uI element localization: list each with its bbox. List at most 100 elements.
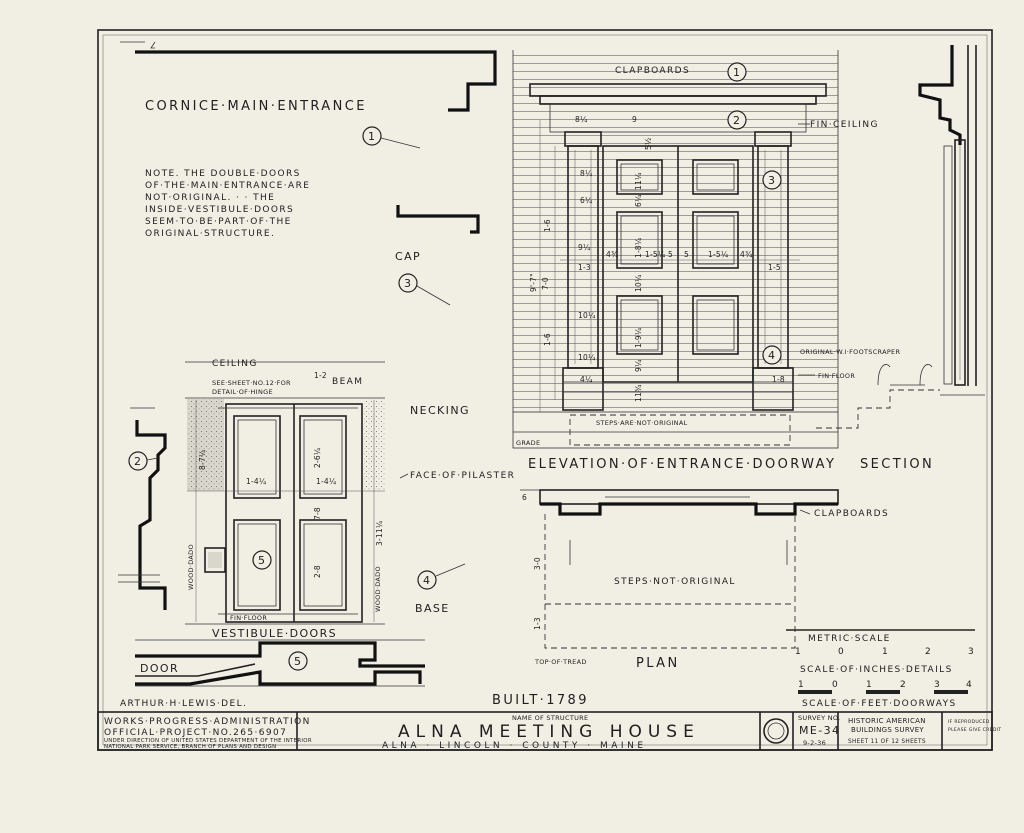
title-block: WORKS·PROGRESS·ADMINISTRATION OFFICIAL·P… xyxy=(97,711,1001,751)
sheet-number: SHEET 11 OF 12 SHEETS xyxy=(848,739,926,745)
cornice-title: CORNICE·MAIN·ENTRANCE xyxy=(145,99,367,114)
hinge-note: DETAIL·OF·HINGE xyxy=(212,388,273,396)
scale-tick: 1 xyxy=(795,647,802,657)
survey-date: 9-2-36 xyxy=(803,739,826,747)
dimension-label: 3-0 xyxy=(533,557,542,570)
dimension-label: 8¼ xyxy=(575,115,588,124)
marker-3-elevation: 3 xyxy=(768,174,776,187)
dimension-label: 6 xyxy=(522,493,527,502)
vestibule-doors-title: VESTIBULE·DOORS xyxy=(212,627,337,640)
clapboards-plan-label: CLAPBOARDS xyxy=(814,509,889,519)
delineator: ARTHUR·H·LEWIS·DEL. xyxy=(120,699,247,709)
scale-tick: 3 xyxy=(934,680,941,690)
dimension-label: 1 xyxy=(368,130,376,143)
pilaster-profile xyxy=(396,205,480,234)
structure-name: ALNA MEETING HOUSE xyxy=(398,722,700,742)
fin-floor-right-label: FIN·FLOOR xyxy=(818,372,855,380)
dim-label: 1-2 xyxy=(314,371,327,380)
habs-line: HISTORIC AMERICAN xyxy=(848,717,926,725)
dimension-label: 7-0 xyxy=(541,277,550,290)
elevation-doorway: CLAPBOARDS STEPS·ARE·NOT·ORIGINAL GRA xyxy=(512,50,900,449)
note-line: INSIDE·VESTIBULE·DOORS xyxy=(145,205,294,215)
marker-1-cornice: 1 xyxy=(362,126,421,149)
dimension-label: 5 xyxy=(668,250,673,259)
section-view xyxy=(816,45,985,429)
elevation-title: ELEVATION·OF·ENTRANCE·DOORWAY xyxy=(528,457,836,472)
note-line: OF·THE·MAIN·ENTRANCE·ARE xyxy=(145,181,310,191)
scale-tick: 2 xyxy=(900,680,907,690)
dim-label: 7-8 xyxy=(313,507,322,520)
dimension-label: 10¼ xyxy=(578,353,596,362)
ceiling-label: CEILING xyxy=(212,359,258,369)
scale-tick: 0 xyxy=(838,647,845,657)
cap-label: CAP xyxy=(395,250,421,263)
base-label: BASE xyxy=(415,602,450,615)
marker-2-elevation: 2 xyxy=(733,114,741,127)
agency: WORKS·PROGRESS·ADMINISTRATION xyxy=(104,717,311,727)
dim-label: 3-11¼ xyxy=(375,520,384,546)
structure-location: ALNA · LINCOLN · COUNTY · MAINE xyxy=(382,741,647,751)
marker-4-base: 4 xyxy=(417,563,466,590)
marker-5-vestibule: 5 xyxy=(258,554,266,567)
dimension-label: 9¼ xyxy=(634,359,643,372)
dimension-label: 2 xyxy=(134,455,142,468)
park-seal-icon xyxy=(763,718,789,744)
vestibule-fin-floor: FIN·FLOOR xyxy=(230,614,267,622)
scale-tick: 4 xyxy=(966,680,973,690)
index-note: IF REPRODUCED xyxy=(948,719,990,725)
marker-2-cornice: 2 xyxy=(128,451,159,471)
beam-label: BEAM xyxy=(332,377,363,387)
dimension-label: 9'-7" xyxy=(529,273,538,292)
plan-view: 6 3-0 1-3 STEPS·NOT·ORIGINAL CLAPBOARDS xyxy=(520,489,889,649)
marker-5-door: 5 xyxy=(294,655,302,668)
dimension-label: 1-8¼ xyxy=(634,237,643,258)
dimension-label: 1-6 xyxy=(543,219,552,232)
dimension-label: 11¼ xyxy=(634,172,643,190)
footscraper-label: ORIGINAL·W.I·FOOTSCRAPER xyxy=(800,348,900,356)
dimension-label: 8¼ xyxy=(580,169,593,178)
name-caption: NAME OF STRUCTURE xyxy=(512,714,588,722)
dimension-label: 4 xyxy=(423,574,431,587)
dimension-label: 5 xyxy=(684,250,689,259)
dim-label: 2-6¼ xyxy=(313,447,322,468)
dimension-label: 1-5¼ xyxy=(645,250,666,259)
dimension-label: 10¼ xyxy=(578,311,596,320)
face-of-pilaster-label: FACE·OF·PILASTER xyxy=(410,471,515,481)
dimension-label: 1-8 xyxy=(772,375,785,384)
dimension-label: SCALE·OF·INCHES·DETAILS xyxy=(800,665,953,675)
dimension-label: 9¼ xyxy=(578,243,591,252)
steps-plan-label: STEPS·NOT·ORIGINAL xyxy=(614,577,736,587)
necking-label: NECKING xyxy=(410,404,470,417)
note-block: NOTE. THE DOUBLE·DOORS OF·THE·MAIN·ENTRA… xyxy=(145,169,310,239)
dimension-label: 6¼ xyxy=(634,194,643,207)
elevation-dimensions: 8¼ 8¼ 6¼ 9¼ 1-3 10¼ 10¼ 4¼ 9 5½ 11¼ 6¼ 1… xyxy=(529,115,785,402)
section-title: SECTION xyxy=(860,457,934,472)
scale-tick: 2 xyxy=(925,647,932,657)
dimension-label: 4¾ xyxy=(740,250,753,259)
dim-label: 1-4¼ xyxy=(246,477,267,486)
dimension-label: 11¾ xyxy=(634,384,643,402)
marker-4-elevation: 4 xyxy=(768,349,776,362)
door-label: DOOR xyxy=(140,662,179,675)
index-note: PLEASE GIVE CREDIT xyxy=(948,727,1001,733)
cornice-profile xyxy=(120,41,497,409)
scale-tick: 0 xyxy=(832,680,839,690)
metric-scale: METRIC·SCALE 1 0 1 2 3 xyxy=(786,629,975,657)
dimension-label: 10¼ xyxy=(634,274,643,292)
dim-label: 8-7¼ xyxy=(198,449,207,470)
park-service: NATIONAL PARK SERVICE, BRANCH OF PLANS A… xyxy=(104,744,276,750)
top-of-tread-label: TOP·OF·TREAD xyxy=(534,658,587,666)
inner-border xyxy=(102,34,988,746)
inches-scale: SCALE·OF·INCHES·DETAILS 1 0 1 2 3 4 xyxy=(798,665,973,694)
dimension-label: 4¾ xyxy=(606,250,619,259)
grade-label: GRADE xyxy=(516,439,540,447)
note-line: NOTE. THE DOUBLE·DOORS xyxy=(145,169,301,179)
dimension-label: 1-9¼ xyxy=(634,327,643,348)
under-direction: UNDER DIRECTION OF UNITED STATES DEPARTM… xyxy=(104,738,312,744)
marker-3-cap: 3 xyxy=(398,273,451,306)
dimension-label: 3 xyxy=(404,277,412,290)
cornice-lower-profile xyxy=(118,420,167,610)
dimension-label: 1-6 xyxy=(543,333,552,346)
